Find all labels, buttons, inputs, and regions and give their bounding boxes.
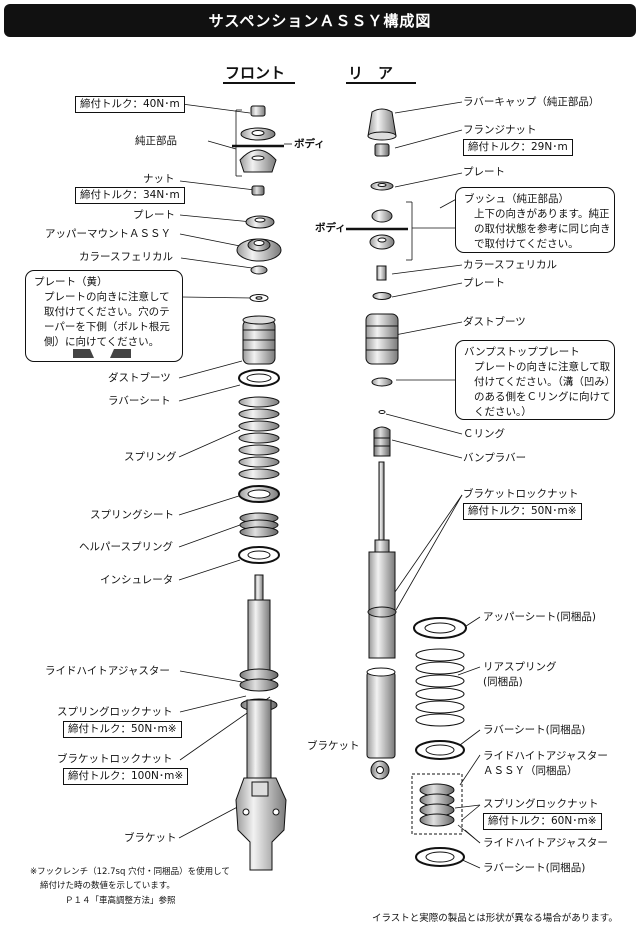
rear-header: リ ア bbox=[348, 64, 394, 82]
front-header: フロント bbox=[225, 64, 286, 82]
rear-ride-height-assy-label: ライドハイトアジャスター bbox=[483, 750, 608, 762]
rear-header-underline bbox=[346, 82, 416, 84]
footnote-line1: ※フックレンチ（12.7sq 穴付・同梱品）を使用して bbox=[30, 867, 230, 877]
rear-dust-boot-label: ダストブーツ bbox=[463, 316, 526, 328]
front-torque-bracket-lock: 締付トルク：100N･m※ bbox=[63, 768, 189, 785]
rear-spring-lock-label: スプリングロックナット bbox=[483, 798, 599, 810]
rear-bracket-lock-label: ブラケットロックナット bbox=[463, 488, 579, 500]
front-header-underline bbox=[223, 82, 295, 84]
front-ride-height-label: ライドハイトアジャスター bbox=[45, 665, 170, 677]
rear-torque-spring-lock: 締付トルク：60N･m※ bbox=[483, 813, 602, 830]
rear-bush-note: ブッシュ（純正部品） 上下の向きがあります。純正の取付状態を参考に同じ向きで取付… bbox=[455, 187, 615, 253]
rear-bump-plate-text: プレートの向きに注意して取付けてください。（溝（凹み）のある側をＣリングに向けて… bbox=[474, 361, 611, 418]
disclaimer: イラストと実際の製品とは形状が異なる場合があります。 bbox=[372, 913, 618, 924]
rear-spring-sub-label: (同梱品) bbox=[483, 676, 523, 688]
front-plate-label: プレート bbox=[133, 209, 175, 221]
front-torque-nut: 締付トルク：34N･m bbox=[75, 187, 185, 204]
front-insulator-label: インシュレータ bbox=[100, 574, 174, 586]
front-oem-parts-label: 純正部品 bbox=[135, 135, 177, 147]
front-plate-yellow-title: プレート（黄） bbox=[34, 276, 108, 288]
rear-plate-label: プレート bbox=[463, 166, 505, 178]
front-nut-label: ナット bbox=[143, 173, 175, 185]
rear-bush-text: 上下の向きがあります。純正の取付状態を参考に同じ向きで取付けてください。 bbox=[474, 208, 611, 250]
front-bracket-label: ブラケット bbox=[124, 832, 177, 844]
front-collar-label: カラースフェリカル bbox=[79, 251, 173, 263]
rear-flange-nut-label: フランジナット bbox=[463, 124, 537, 136]
front-spring-lock-label: スプリングロックナット bbox=[57, 706, 173, 718]
front-rubber-seat-label: ラバーシート bbox=[108, 395, 171, 407]
rear-bump-plate-title: バンプストッププレート bbox=[464, 346, 580, 358]
rear-body-label: ボディ bbox=[315, 222, 346, 234]
footnote-line2: 締付けた時の数値を示しています。 bbox=[40, 881, 175, 891]
front-bracket-lock-label: ブラケットロックナット bbox=[57, 753, 173, 765]
front-spring-seat-label: スプリングシート bbox=[90, 509, 174, 521]
rear-bump-plate-note: バンプストッププレート プレートの向きに注意して取付けてください。（溝（凹み）の… bbox=[455, 340, 615, 420]
front-plate-yellow-note: プレート（黄） プレートの向きに注意して取付けてください。穴のテーパーを下側（ボ… bbox=[25, 270, 183, 362]
front-upper-mount-label: アッパーマウントＡＳＳＹ bbox=[45, 228, 171, 240]
rear-ride-height-label: ライドハイトアジャスター bbox=[483, 837, 608, 849]
rear-ride-height-assy-sub-label: ＡＳＳＹ（同梱品） bbox=[483, 765, 578, 777]
front-torque-top: 締付トルク：40N･m bbox=[75, 96, 185, 113]
rear-plate2-label: プレート bbox=[463, 277, 505, 289]
front-dust-boot-label: ダストブーツ bbox=[108, 372, 171, 384]
footnote-line3: Ｐ１４「車高調整方法」参照 bbox=[65, 896, 176, 906]
rear-bracket-label: ブラケット bbox=[307, 740, 360, 752]
front-plate-yellow-text: プレートの向きに注意して取付けてください。穴のテーパーを下側（ボルト根元側）に向… bbox=[44, 291, 170, 348]
rear-rubber-cap-label: ラバーキャップ（純正部品） bbox=[463, 96, 600, 108]
front-spring-label: スプリング bbox=[124, 451, 177, 463]
rear-collar-label: カラースフェリカル bbox=[463, 259, 557, 271]
rear-bush-title: ブッシュ（純正部品） bbox=[464, 193, 569, 205]
rear-torque-flange: 締付トルク：29N･m bbox=[463, 139, 573, 156]
rear-torque-bracket-lock: 締付トルク：50N･m※ bbox=[463, 503, 582, 520]
rear-c-ring-label: Ｃリング bbox=[463, 428, 505, 440]
front-body-label: ボディ bbox=[294, 138, 325, 150]
rear-spring-label: リアスプリング bbox=[483, 661, 557, 673]
rear-bump-rubber-label: バンプラバー bbox=[463, 452, 527, 464]
page-title: サスペンションＡＳＳＹ構成図 bbox=[4, 4, 636, 37]
rear-rubber-seat-label: ラバーシート(同梱品) bbox=[483, 724, 586, 736]
front-torque-spring-lock: 締付トルク：50N･m※ bbox=[63, 721, 182, 738]
rear-rubber-seat2-label: ラバーシート(同梱品) bbox=[483, 862, 586, 874]
rear-upper-seat-label: アッパーシート(同梱品) bbox=[483, 611, 596, 623]
front-helper-spring-label: ヘルパースプリング bbox=[79, 541, 173, 553]
